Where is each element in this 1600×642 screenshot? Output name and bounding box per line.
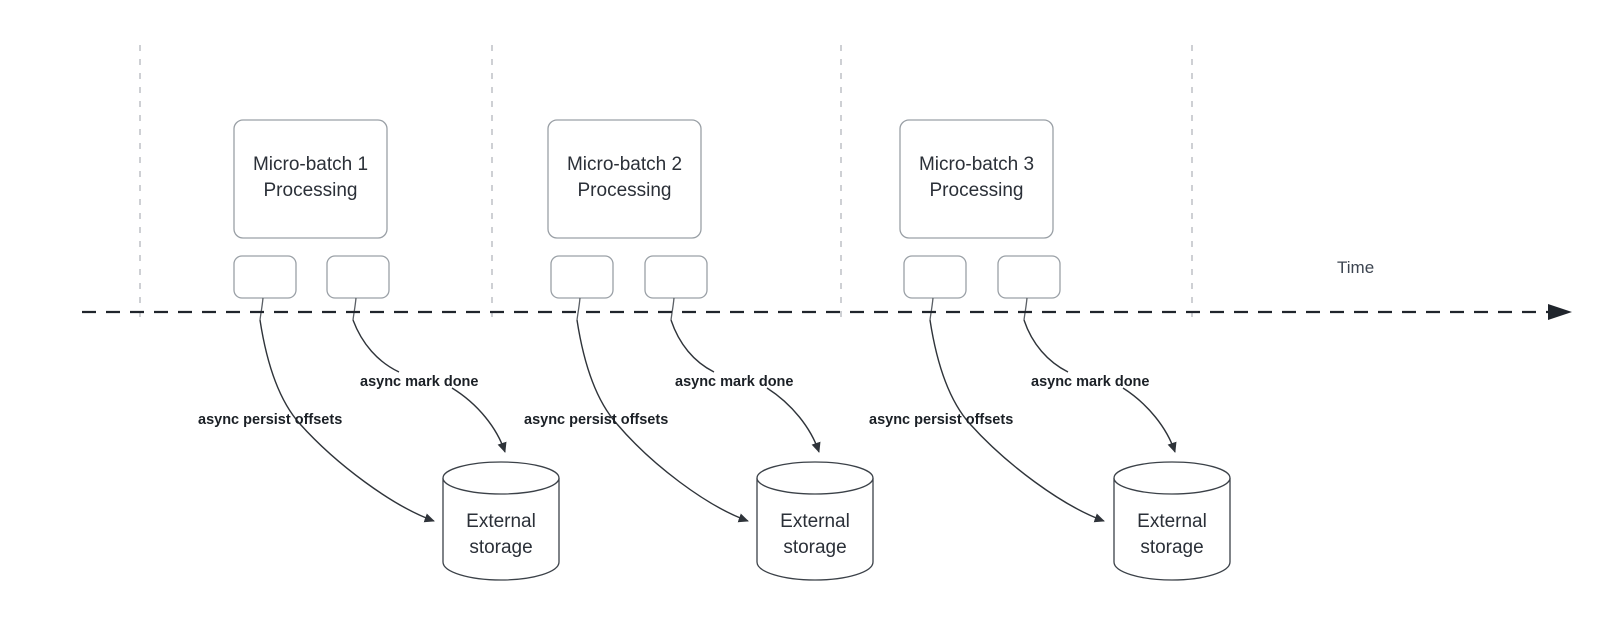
micro-batch-1-mark-done-label: async mark done bbox=[360, 374, 478, 390]
micro-batch-3-external-storage-label-line1: External bbox=[1137, 511, 1207, 532]
micro-batch-1-external-storage-cylinder-top[interactable] bbox=[442, 461, 560, 495]
micro-batch-1-external-storage-label-line1: External bbox=[466, 511, 536, 532]
micro-batch-3-persist-offsets-edge-upper bbox=[929, 319, 971, 425]
micro-batch-3-mark-done-task-box[interactable] bbox=[997, 255, 1061, 299]
micro-batch-1-mark-done-edge-upper bbox=[352, 319, 400, 373]
micro-batch-2-processing-label-line2: Processing bbox=[578, 180, 672, 201]
micro-batch-3-mark-done-stub bbox=[1023, 297, 1028, 321]
micro-batch-2-persist-offsets-task-box[interactable] bbox=[550, 255, 614, 299]
micro-batch-3-mark-done-edge-upper bbox=[1023, 319, 1069, 373]
time-axis-label: Time bbox=[1337, 258, 1374, 277]
micro-batch-2-external-storage-label-line1: External bbox=[780, 511, 850, 532]
micro-batch-group-2: Micro-batch 2 Processing async mark done… bbox=[524, 119, 874, 581]
micro-batch-1-persist-offsets-label: async persist offsets bbox=[198, 412, 342, 428]
micro-batch-1-processing-label-line1: Micro-batch 1 bbox=[253, 154, 368, 175]
micro-batch-3-persist-offsets-label: async persist offsets bbox=[869, 412, 1013, 428]
micro-batch-3-persist-offsets-stub bbox=[929, 297, 934, 321]
micro-batch-3-processing-box[interactable] bbox=[899, 119, 1054, 239]
micro-batch-1-mark-done-task-box[interactable] bbox=[326, 255, 390, 299]
micro-batch-2-persist-offsets-label: async persist offsets bbox=[524, 412, 668, 428]
time-axis-group: Time bbox=[82, 258, 1572, 320]
micro-batch-2-mark-done-stub bbox=[670, 297, 675, 321]
micro-batch-1-external-storage-cylinder-body bbox=[442, 478, 560, 581]
micro-batch-3-mark-done-label: async mark done bbox=[1031, 374, 1149, 390]
time-axis-arrowhead bbox=[1548, 304, 1572, 320]
gridlines-layer bbox=[139, 45, 1193, 318]
micro-batch-3-persist-offsets-edge-lower bbox=[969, 423, 1105, 523]
micro-batch-1-persist-offsets-edge-lower bbox=[299, 423, 435, 523]
micro-batch-2-mark-done-task-box[interactable] bbox=[644, 255, 708, 299]
micro-batch-3-mark-done-edge-lower bbox=[1122, 387, 1177, 453]
micro-batch-1-mark-done-edge-lower bbox=[451, 387, 507, 453]
micro-batch-1-external-storage-label-line2: storage bbox=[469, 537, 532, 558]
micro-batch-3-external-storage-label-line2: storage bbox=[1140, 537, 1203, 558]
micro-batch-group-1: Micro-batch 1 Processing async mark done… bbox=[198, 119, 560, 581]
micro-batch-3-persist-offsets-task-box[interactable] bbox=[903, 255, 967, 299]
micro-batch-2-mark-done-edge-upper bbox=[670, 319, 715, 373]
micro-batch-2-processing-label-line1: Micro-batch 2 bbox=[567, 154, 682, 175]
micro-batch-2-external-storage-cylinder-top[interactable] bbox=[756, 461, 874, 495]
micro-batch-1-processing-box[interactable] bbox=[233, 119, 388, 239]
micro-batch-2-mark-done-label: async mark done bbox=[675, 374, 793, 390]
micro-batch-1-persist-offsets-stub bbox=[259, 297, 264, 321]
micro-batch-3-external-storage-cylinder-body bbox=[1113, 478, 1231, 581]
micro-batch-1-persist-offsets-edge-upper bbox=[259, 319, 301, 425]
micro-batch-group-3: Micro-batch 3 Processing async mark done… bbox=[869, 119, 1231, 581]
micro-batch-2-persist-offsets-edge-lower bbox=[616, 423, 749, 523]
micro-batch-1-persist-offsets-task-box[interactable] bbox=[233, 255, 297, 299]
micro-batch-2-persist-offsets-edge-upper bbox=[576, 319, 618, 425]
micro-batch-2-persist-offsets-stub bbox=[576, 297, 581, 321]
micro-batch-2-external-storage-cylinder-body bbox=[756, 478, 874, 581]
micro-batch-1-mark-done-stub bbox=[352, 297, 357, 321]
micro-batch-2-processing-box[interactable] bbox=[547, 119, 702, 239]
micro-batch-1-processing-label-line2: Processing bbox=[264, 180, 358, 201]
micro-batch-2-mark-done-edge-lower bbox=[766, 387, 821, 453]
micro-batch-3-external-storage-cylinder-top[interactable] bbox=[1113, 461, 1231, 495]
micro-batch-3-processing-label-line1: Micro-batch 3 bbox=[919, 154, 1034, 175]
micro-batch-2-external-storage-label-line2: storage bbox=[783, 537, 846, 558]
micro-batch-3-processing-label-line2: Processing bbox=[930, 180, 1024, 201]
